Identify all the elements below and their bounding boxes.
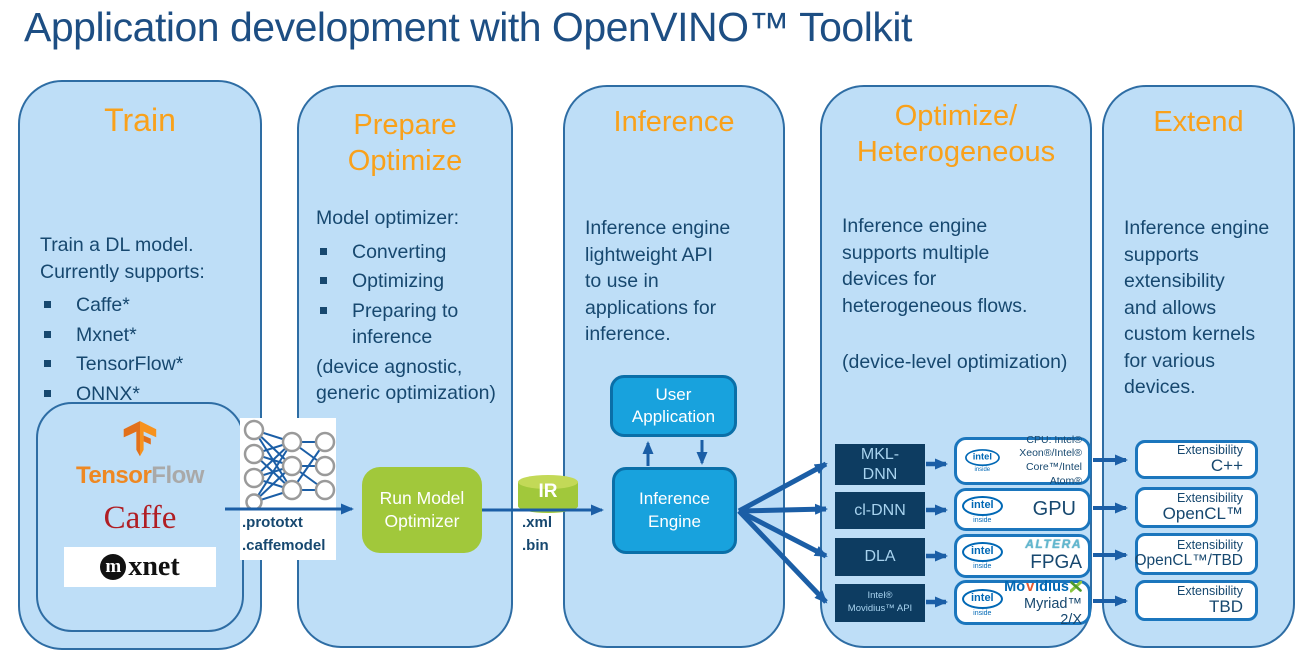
extensibility-box-cpp: Extensibility C++	[1135, 440, 1258, 479]
column-optimize-note: (device-level optimization)	[842, 351, 1068, 374]
api-box-movidius-api: Intel® Movidius™ API	[835, 584, 925, 622]
model-files-label: .prototxt .caffemodel	[242, 514, 326, 554]
list-item: TensorFlow*	[40, 351, 248, 378]
intel-inside-logo: intel inside	[962, 495, 1003, 524]
column-inference-heading: Inference	[613, 106, 735, 138]
ir-cylinder: IR	[516, 474, 580, 514]
extensibility-target: OpenCL™	[1162, 504, 1243, 524]
column-train: Train Train a DL model. Currently suppor…	[18, 80, 262, 650]
column-prepare-body: Model optimizer:	[316, 207, 460, 229]
device-box-cpu: intel inside CPU: Intel® Xeon®/Intel® Co…	[954, 434, 1091, 487]
extensibility-box-opencl: Extensibility OpenCL™	[1135, 487, 1258, 528]
ir-files-label: .xml .bin	[522, 514, 553, 554]
caffe-logo: Caffe	[103, 500, 177, 536]
column-prepare-optimize: Prepare Optimize Model optimizer: Conver…	[297, 85, 513, 648]
column-optimize-body: Inference engine supports multiple devic…	[842, 215, 1028, 317]
column-inference: Inference Inference engine lightweight A…	[563, 85, 785, 648]
altera-logo: ALTERA	[1025, 537, 1082, 552]
tensorflow-wordmark-tensor: Tensor	[76, 462, 152, 489]
extensibility-target: TBD	[1209, 597, 1243, 617]
run-model-optimizer-box: Run Model Optimizer	[362, 467, 482, 553]
cpu-label: CPU: Intel® Xeon®/Intel® Core™/Intel Ato…	[1019, 433, 1082, 487]
device-box-gpu: intel inside GPU	[954, 488, 1091, 531]
gpu-label: GPU	[1032, 498, 1076, 520]
column-optimize-heading: Optimize/ Heterogeneous	[856, 100, 1056, 169]
optimizer-steps-list: Converting Optimizing Preparing to infer…	[316, 239, 499, 351]
column-extend-body: Inference engine supports extensibility …	[1124, 217, 1270, 399]
list-item: Caffe*	[40, 292, 248, 319]
column-extend: Extend Inference engine supports extensi…	[1102, 85, 1295, 648]
list-item: Converting	[316, 239, 499, 266]
list-item: Preparing to inference	[316, 298, 499, 351]
intel-inside-logo: intel inside	[962, 588, 1003, 617]
train-framework-list: Caffe* Mxnet* TensorFlow* ONNX*	[40, 292, 248, 407]
fpga-label: FPGA	[1030, 551, 1082, 573]
mxnet-m-icon: m	[100, 554, 127, 580]
column-prepare-note: (device agnostic, generic optimization)	[316, 355, 496, 405]
api-box-mkl-dnn: MKL- DNN	[835, 444, 925, 485]
column-train-body: Train a DL model. Currently supports:	[40, 234, 205, 283]
extensibility-target: OpenCL™/TBD	[1134, 552, 1243, 570]
column-inference-body: Inference engine lightweight API to use …	[585, 217, 731, 346]
extensibility-box-opencl-tbd: Extensibility OpenCL™/TBD	[1134, 533, 1258, 575]
trained-model-graphic: .prototxt .caffemodel	[240, 418, 336, 560]
myriad-label: Myriad™ 2/X	[1023, 595, 1082, 628]
device-box-fpga: intel inside ALTERA FPGA	[954, 534, 1091, 578]
list-item: Mxnet*	[40, 322, 248, 349]
tensorflow-wordmark-flow: Flow	[151, 462, 204, 489]
list-item: ONNX*	[40, 381, 248, 408]
intel-inside-logo: intel inside	[965, 449, 1000, 473]
framework-logos-box: TensorFlow Caffe m xnet	[36, 402, 244, 632]
page-title: Application development with OpenVINO™ T…	[24, 4, 912, 50]
inference-engine-box: Inference Engine	[612, 467, 737, 554]
column-extend-heading: Extend	[1153, 106, 1244, 138]
column-prepare-heading: Prepare Optimize	[347, 109, 463, 178]
mxnet-logo: m xnet	[64, 547, 216, 587]
ir-label: IR	[538, 481, 558, 502]
extensibility-target: C++	[1210, 456, 1243, 476]
tensorflow-icon	[123, 421, 157, 457]
column-train-heading: Train	[104, 102, 176, 138]
api-box-cl-dnn: cl-DNN	[835, 492, 925, 529]
list-item: Optimizing	[316, 268, 499, 295]
movidius-leaf-icon	[1070, 580, 1082, 592]
neural-network-icon	[243, 419, 336, 511]
api-box-dla: DLA	[835, 538, 925, 576]
extensibility-box-tbd: Extensibility TBD	[1135, 580, 1258, 621]
user-application-box: User Application	[610, 375, 737, 437]
intel-inside-logo: intel inside	[962, 542, 1003, 570]
tensorflow-logo: TensorFlow	[76, 420, 204, 490]
